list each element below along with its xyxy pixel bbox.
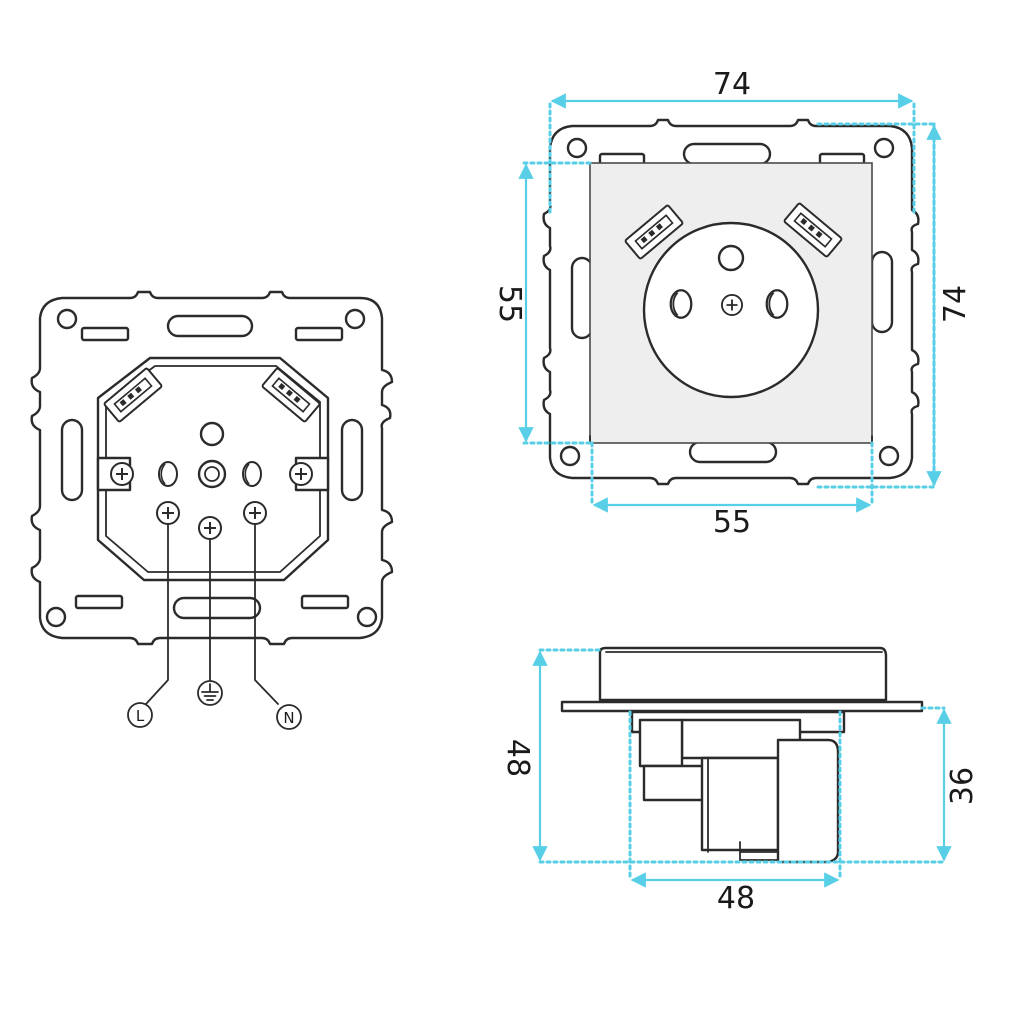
back-right-clamp-screw-icon: [289, 462, 313, 486]
back-bottom-oblong-hole: [172, 596, 262, 620]
back-right-oblong-hole: [340, 418, 364, 502]
earth-icon: [197, 680, 223, 706]
back-corner-hole-bl: [45, 606, 67, 628]
back-left-clamp-screw-icon: [110, 462, 134, 486]
front-plate-width-label: 55: [713, 505, 751, 540]
back-top-pin-hole: [199, 421, 225, 447]
back-terminal-screw-n-icon: [243, 501, 267, 525]
front-socket-hole-right: [765, 289, 789, 319]
side-cover: [598, 646, 888, 702]
side-terminal-block: [700, 756, 780, 852]
terminal-live-label: L: [136, 707, 145, 725]
back-socket-body: [96, 356, 330, 582]
side-total-depth-label: 48: [500, 739, 535, 777]
back-top-oblong-hole: [166, 314, 254, 338]
front-right-oblong-hole: [870, 250, 894, 334]
back-corner-hole-tl: [56, 308, 78, 330]
terminal-neutral-label: N: [283, 709, 294, 727]
front-corner-hole-tl: [566, 137, 588, 159]
back-terminal-screw-earth-icon: [198, 516, 222, 540]
wire-neutral: [254, 524, 279, 705]
back-corner-hole-tr: [344, 308, 366, 330]
back-terminal-hole-n: [242, 461, 262, 487]
back-terminal-screw-l-icon: [156, 501, 180, 525]
back-left-oblong-hole: [60, 418, 84, 502]
front-frame-height-label: 74: [938, 285, 973, 323]
front-earth-pin: [717, 244, 745, 272]
back-slot-bottom-left: [74, 594, 124, 610]
back-terminal-hole-l: [158, 461, 178, 487]
terminal-neutral-marker: [276, 704, 302, 730]
side-frame-plate: [560, 700, 924, 713]
back-slot-top-right: [294, 326, 344, 342]
side-body-width-label: 48: [717, 881, 755, 916]
front-center-screw-icon: [721, 294, 743, 316]
front-plate-height-label: 55: [492, 285, 527, 323]
terminal-live-marker: [127, 702, 153, 728]
front-corner-hole-tr: [873, 137, 895, 159]
back-corner-hole-br: [356, 606, 378, 628]
back-slot-top-left: [80, 326, 130, 342]
side-body-depth-label: 36: [945, 767, 980, 805]
wire-live: [145, 524, 169, 705]
front-frame-width-label: 74: [713, 67, 751, 102]
back-view: L N: [30, 290, 394, 730]
side-view: 48 36 48: [500, 646, 980, 916]
front-view: 74 74 55 55: [492, 67, 973, 540]
side-rear-housing: [776, 738, 840, 864]
front-socket-hole-left: [669, 289, 693, 319]
front-corner-hole-bl: [559, 445, 581, 467]
back-earth-terminal-hole: [197, 459, 227, 489]
back-slot-bottom-right: [300, 594, 350, 610]
front-corner-hole-br: [878, 445, 900, 467]
front-bottom-oblong-hole: [688, 440, 778, 464]
